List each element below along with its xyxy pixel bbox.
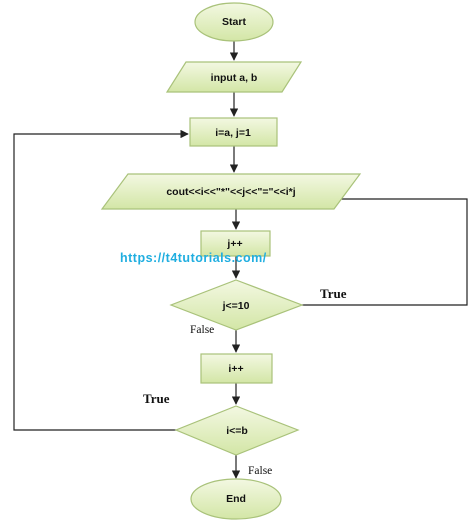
inci-node: i++ <box>200 353 273 384</box>
inci-label: i++ <box>228 363 243 375</box>
condj-true-label: True <box>320 286 347 301</box>
init-label: i=a, j=1 <box>215 127 251 139</box>
input-node: input a, b <box>165 61 303 93</box>
condi-true-label: True <box>143 391 170 406</box>
end-node: End <box>190 478 282 520</box>
init-rect <box>189 117 278 147</box>
arrow-condj-true-loop <box>302 194 468 306</box>
condj-node: j<=10 <box>169 279 304 331</box>
connectors <box>13 41 468 479</box>
incj-node: j++ <box>200 230 271 257</box>
start-oval <box>194 2 274 42</box>
arrow-condi-true-loop <box>13 129 189 431</box>
condj-label: j<=10 <box>222 300 250 312</box>
start-label: Start <box>222 16 246 28</box>
input-label: input a, b <box>211 72 258 84</box>
watermark-link[interactable]: https://t4tutorials.com/ <box>120 251 267 265</box>
input-parallelogram <box>165 61 303 93</box>
inci-rect <box>200 353 273 384</box>
start-node: Start <box>194 2 274 42</box>
condi-node: i<=b <box>174 405 300 456</box>
incj-rect <box>200 230 271 257</box>
condi-label: i<=b <box>226 425 248 437</box>
output-node: cout<<i<<"*"<<j<<"="<<i*j <box>100 173 362 210</box>
condi-false-label: False <box>248 465 272 477</box>
condj-diamond <box>169 279 304 331</box>
incj-label: j++ <box>226 238 242 250</box>
end-label: End <box>226 493 246 505</box>
output-parallelogram <box>100 173 362 210</box>
init-node: i=a, j=1 <box>189 117 278 147</box>
condi-diamond <box>174 405 300 456</box>
output-label: cout<<i<<"*"<<j<<"="<<i*j <box>166 186 295 198</box>
condj-false-label: False <box>190 324 214 336</box>
end-oval <box>190 478 282 520</box>
